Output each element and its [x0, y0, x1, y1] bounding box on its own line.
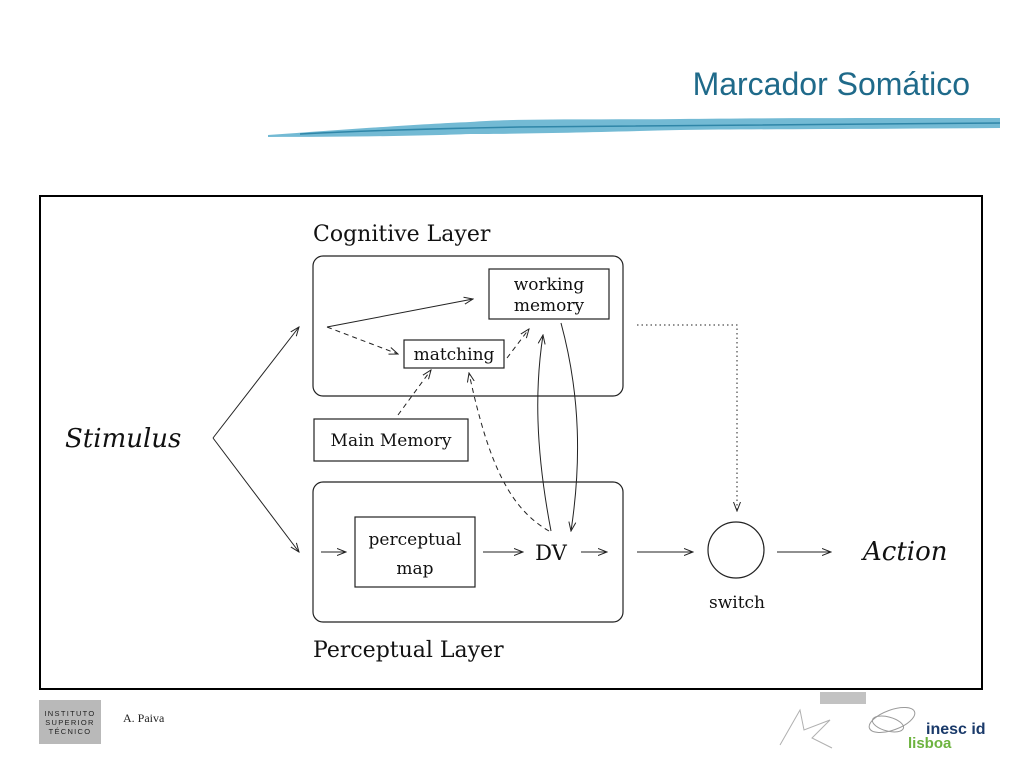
matching-box	[403, 339, 505, 369]
perceptual-map-box	[354, 516, 476, 588]
lisboa-logo-text: lisboa	[908, 735, 952, 752]
perceptual-layer-label: Perceptual Layer	[313, 638, 504, 663]
stimulus-to-perceptual-arrow	[212, 437, 299, 552]
ist-logo-line1: INSTITUTO	[44, 708, 96, 718]
decorative-swirl-icon	[868, 707, 916, 733]
ist-logo-line3: TÉCNICO	[48, 726, 92, 736]
cognitive-layer-box	[312, 255, 624, 397]
slide-title: Marcador Somático	[692, 66, 970, 102]
title-swoosh-decoration	[268, 118, 1001, 137]
inesc-id-logo-text: inesc id	[926, 721, 986, 738]
author-name: A. Paiva	[123, 711, 165, 725]
decorative-star-outline-icon	[779, 708, 833, 749]
action-label: Action	[861, 537, 948, 567]
matching-label: matching	[414, 345, 495, 365]
main-memory-to-matching-dashed-arrow	[397, 370, 431, 416]
decorative-swirl-icon-2	[871, 715, 905, 733]
switch-label: switch	[709, 593, 765, 613]
working-memory-label-line1: working	[514, 275, 585, 295]
working-memory-label-line2: memory	[514, 296, 585, 316]
cognitive-to-switch-dotted-arrow	[637, 324, 737, 511]
to-working-memory-arrow	[326, 299, 473, 328]
ist-logo-line2: SUPERIOR	[45, 717, 95, 727]
stimulus-to-cognitive-arrow	[212, 327, 299, 439]
cognitive-layer-label: Cognitive Layer	[313, 222, 491, 247]
perceptual-map-label-line1: perceptual	[369, 530, 462, 550]
perceptual-map-label-line2: map	[396, 559, 433, 579]
to-matching-dashed-arrow	[326, 326, 398, 354]
matching-to-working-memory-dashed-arrow	[506, 329, 529, 359]
dv-to-working-memory-arrow	[537, 335, 552, 532]
dv-to-matching-dashed-arrow	[469, 373, 550, 532]
stimulus-label: Stimulus	[65, 424, 181, 454]
working-memory-box	[488, 268, 610, 320]
partner-logos: inesc id lisboa	[779, 692, 986, 752]
main-memory-label: Main Memory	[331, 431, 452, 451]
main-memory-box	[313, 418, 469, 462]
working-memory-to-dv-arrow	[560, 322, 579, 531]
diagram-frame: Cognitive Layer Perceptual Layer Stimulu…	[39, 195, 983, 690]
perceptual-layer-box	[312, 481, 624, 623]
ist-logo: INSTITUTO SUPERIOR TÉCNICO	[39, 700, 101, 744]
switch-circle	[707, 521, 765, 579]
partial-logo-mark	[820, 692, 866, 704]
dv-label: DV	[535, 541, 567, 565]
somatic-marker-diagram: Cognitive Layer Perceptual Layer Stimulu…	[65, 222, 948, 663]
